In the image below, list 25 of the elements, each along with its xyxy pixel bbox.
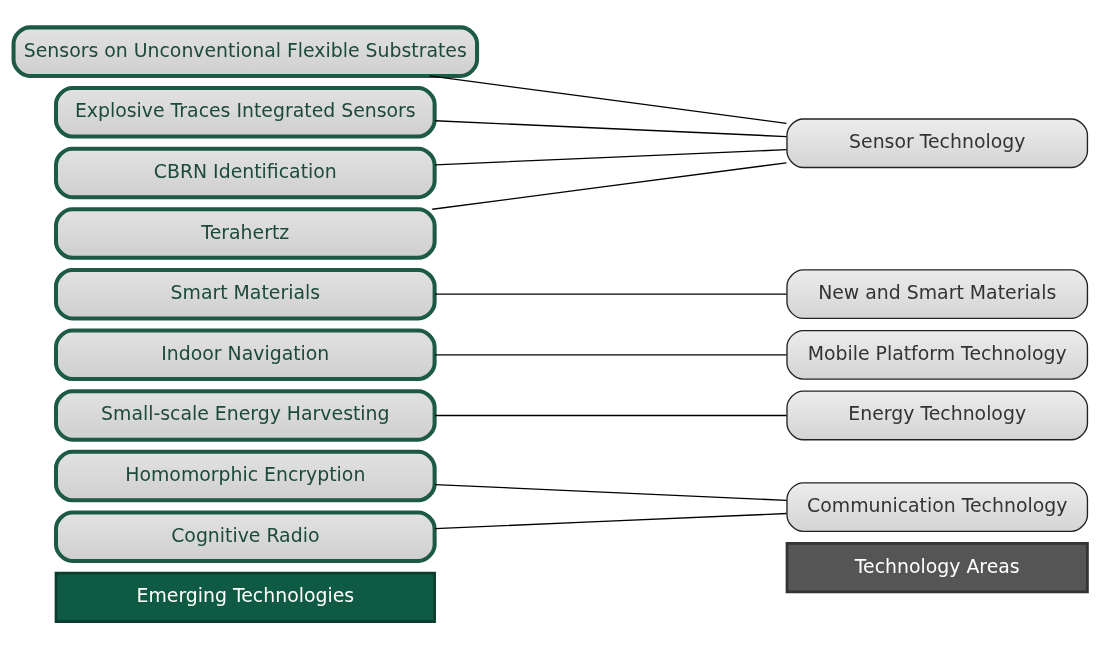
- connector: [428, 74, 788, 124]
- node-box: Sensor Technology: [786, 117, 1089, 168]
- connector: [434, 293, 788, 295]
- node-box: Energy Technology: [786, 390, 1089, 440]
- connector: [434, 353, 788, 355]
- node-box: Communication Technology: [786, 481, 1089, 532]
- connector: [434, 512, 788, 529]
- node-box: CBRN Identification: [53, 146, 437, 199]
- node-box: Technology Areas: [785, 541, 1089, 593]
- connector: [434, 119, 788, 137]
- node-box: Terahertz: [53, 206, 437, 260]
- node-box: Small-scale Energy Harvesting: [53, 388, 437, 442]
- connector: [434, 414, 788, 416]
- node-box: Cognitive Radio: [53, 509, 437, 563]
- node-box: Emerging Technologies: [54, 571, 436, 623]
- connector: [431, 161, 788, 210]
- node-box: Indoor Navigation: [53, 328, 437, 381]
- node-box: Mobile Platform Technology: [786, 329, 1089, 380]
- node-box: New and Smart Materials: [786, 268, 1089, 319]
- connector: [434, 148, 788, 165]
- node-box: Smart Materials: [53, 267, 437, 320]
- node-box: Homomorphic Encryption: [53, 449, 437, 502]
- node-box: Explosive Traces Integrated Sensors: [53, 85, 437, 139]
- connector: [434, 483, 788, 501]
- node-box: Sensors on Unconventional Flexible Substrates: [11, 24, 480, 78]
